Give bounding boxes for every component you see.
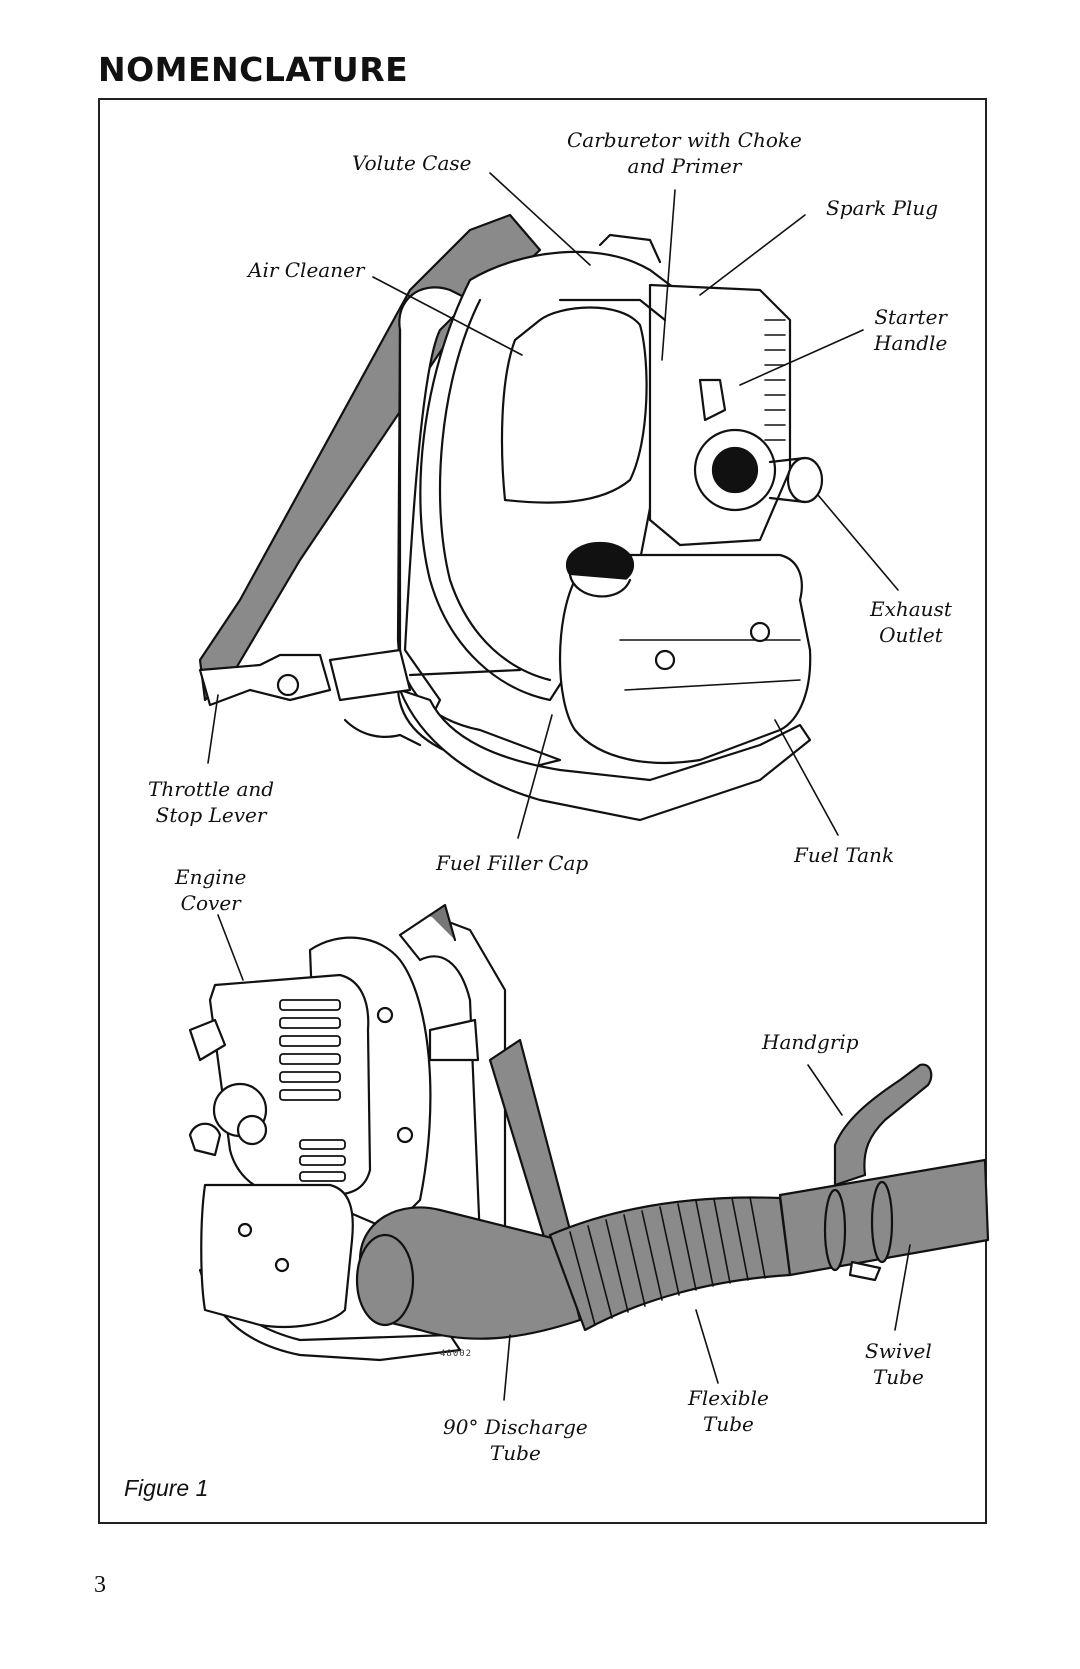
label-fuel-filler-cap: Fuel Filler Cap <box>436 851 589 875</box>
label-fuel-tank: Fuel Tank <box>794 843 895 867</box>
fuel-tank-bottom <box>200 1183 354 1328</box>
label-swivel-tube: Swivel Tube <box>865 1339 932 1389</box>
label-engine-cover: Engine Cover <box>175 865 247 915</box>
label-spark-plug: Spark Plug <box>826 196 939 220</box>
label-discharge-tube: 90° Discharge Tube <box>443 1415 588 1465</box>
label-starter-handle: Starter Handle <box>874 305 948 355</box>
figure-caption: Figure 1 <box>124 1475 209 1501</box>
label-volute-case: Volute Case <box>352 151 472 175</box>
starter-handle-grip <box>698 378 727 422</box>
label-air-cleaner: Air Cleaner <box>248 258 365 282</box>
label-exhaust-outlet: Exhaust Outlet <box>870 597 952 647</box>
page-number: 3 <box>94 1572 106 1598</box>
handgrip <box>833 1063 933 1187</box>
label-flexible-tube: Flexible Tube <box>688 1386 769 1436</box>
figure-frame <box>98 98 987 1524</box>
label-throttle-stop-lever: Throttle and Stop Lever <box>148 777 275 827</box>
exhaust-outlet <box>786 456 824 504</box>
throttle-lever <box>198 653 332 707</box>
illustration-code: 48002 <box>440 1349 472 1359</box>
label-carburetor: Carburetor with Choke and Primer <box>567 128 802 178</box>
page-title: NOMENCLATURE <box>98 50 409 89</box>
air-cleaner-cover <box>500 306 648 504</box>
label-handgrip: Handgrip <box>762 1030 859 1054</box>
